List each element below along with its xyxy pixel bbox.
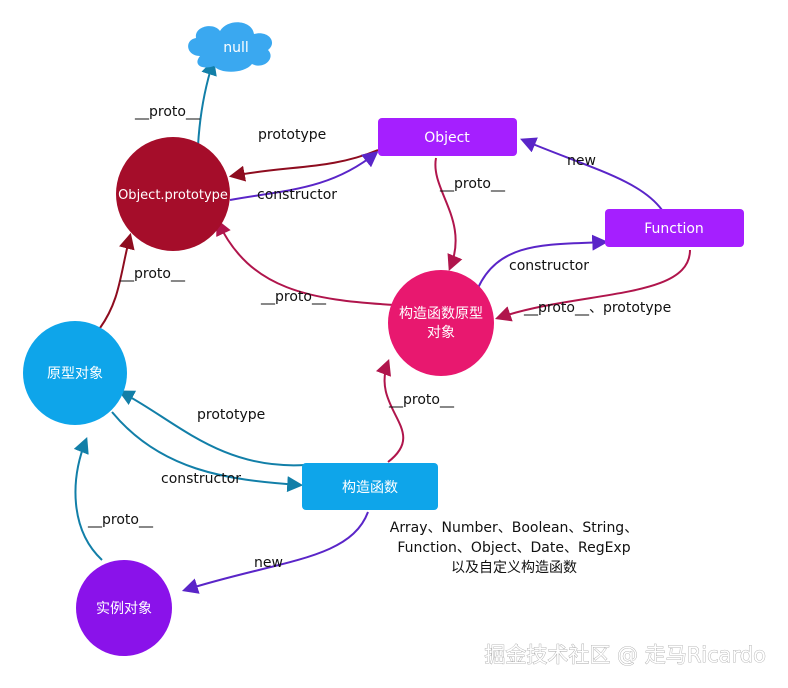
edge-object-prototype [228, 149, 379, 182]
label-objproto-null: __proto__ [134, 104, 201, 120]
edge-ctorproto-objproto [216, 219, 396, 306]
note-line2: Function、Object、Date、RegExp [397, 540, 630, 556]
function-node: Function [605, 209, 744, 247]
edge-ctor-prototype [118, 390, 306, 467]
constructor-prototype-label-line1: 构造函数原型 [399, 306, 483, 322]
label-ctorproto-constructor: constructor [509, 258, 589, 274]
prototype-object-label: 原型对象 [47, 366, 103, 382]
label-function-new-object: new [567, 153, 596, 169]
label-ctor-prototype: prototype [197, 407, 265, 423]
label-protoobj-objproto: __proto__ [119, 266, 186, 282]
edge-function-proto-prototype [494, 249, 691, 322]
edge-instance-proto [73, 437, 103, 561]
object-prototype-label: Object.prototype [118, 188, 228, 203]
label-instance-proto: __proto__ [87, 512, 154, 528]
label-object-prototype: prototype [258, 127, 326, 143]
note-line1: Array、Number、Boolean、String、 [390, 520, 638, 536]
note-line3: 以及自定义构造函数 [451, 560, 577, 576]
object-node: Object [378, 118, 517, 156]
edge-ctorproto-constructor [477, 234, 609, 289]
edge-protoobj-constructor [111, 411, 304, 493]
label-objproto-constructor: constructor [257, 187, 337, 203]
edge-ctor-new [181, 511, 369, 594]
instance-label: 实例对象 [96, 601, 152, 617]
function-label: Function [644, 221, 704, 237]
watermark: 掘金技术社区 @ 走马Ricardo [484, 643, 766, 667]
edge-object-proto [434, 157, 463, 271]
edge-protoobj-objproto [99, 232, 135, 329]
constructor-prototype-label-line2: 对象 [427, 325, 455, 341]
label-ctorproto-objproto: __proto__ [260, 289, 327, 305]
label-object-proto: __proto__ [439, 176, 506, 192]
label-ctor-new: new [254, 555, 283, 571]
constructor-node: 构造函数 [302, 463, 438, 510]
edge-ctor-proto [376, 359, 405, 463]
label-ctor-proto: __proto__ [388, 392, 455, 408]
constructor-prototype-node: 构造函数原型 对象 [388, 270, 494, 376]
null-node: null [188, 22, 273, 72]
edge-objproto-null [197, 58, 217, 147]
edge-function-new-object [520, 137, 663, 211]
edge-objproto-constructor [229, 150, 379, 201]
prototype-object-node: 原型对象 [23, 321, 127, 425]
label-protoobj-constructor: constructor [161, 471, 241, 487]
instance-node: 实例对象 [76, 560, 172, 656]
null-label: null [223, 40, 249, 56]
label-function-proto-prototype: __proto__、prototype [523, 300, 671, 316]
object-prototype-node: Object.prototype [116, 137, 230, 251]
object-label: Object [424, 130, 470, 146]
constructor-label: 构造函数 [342, 480, 398, 496]
